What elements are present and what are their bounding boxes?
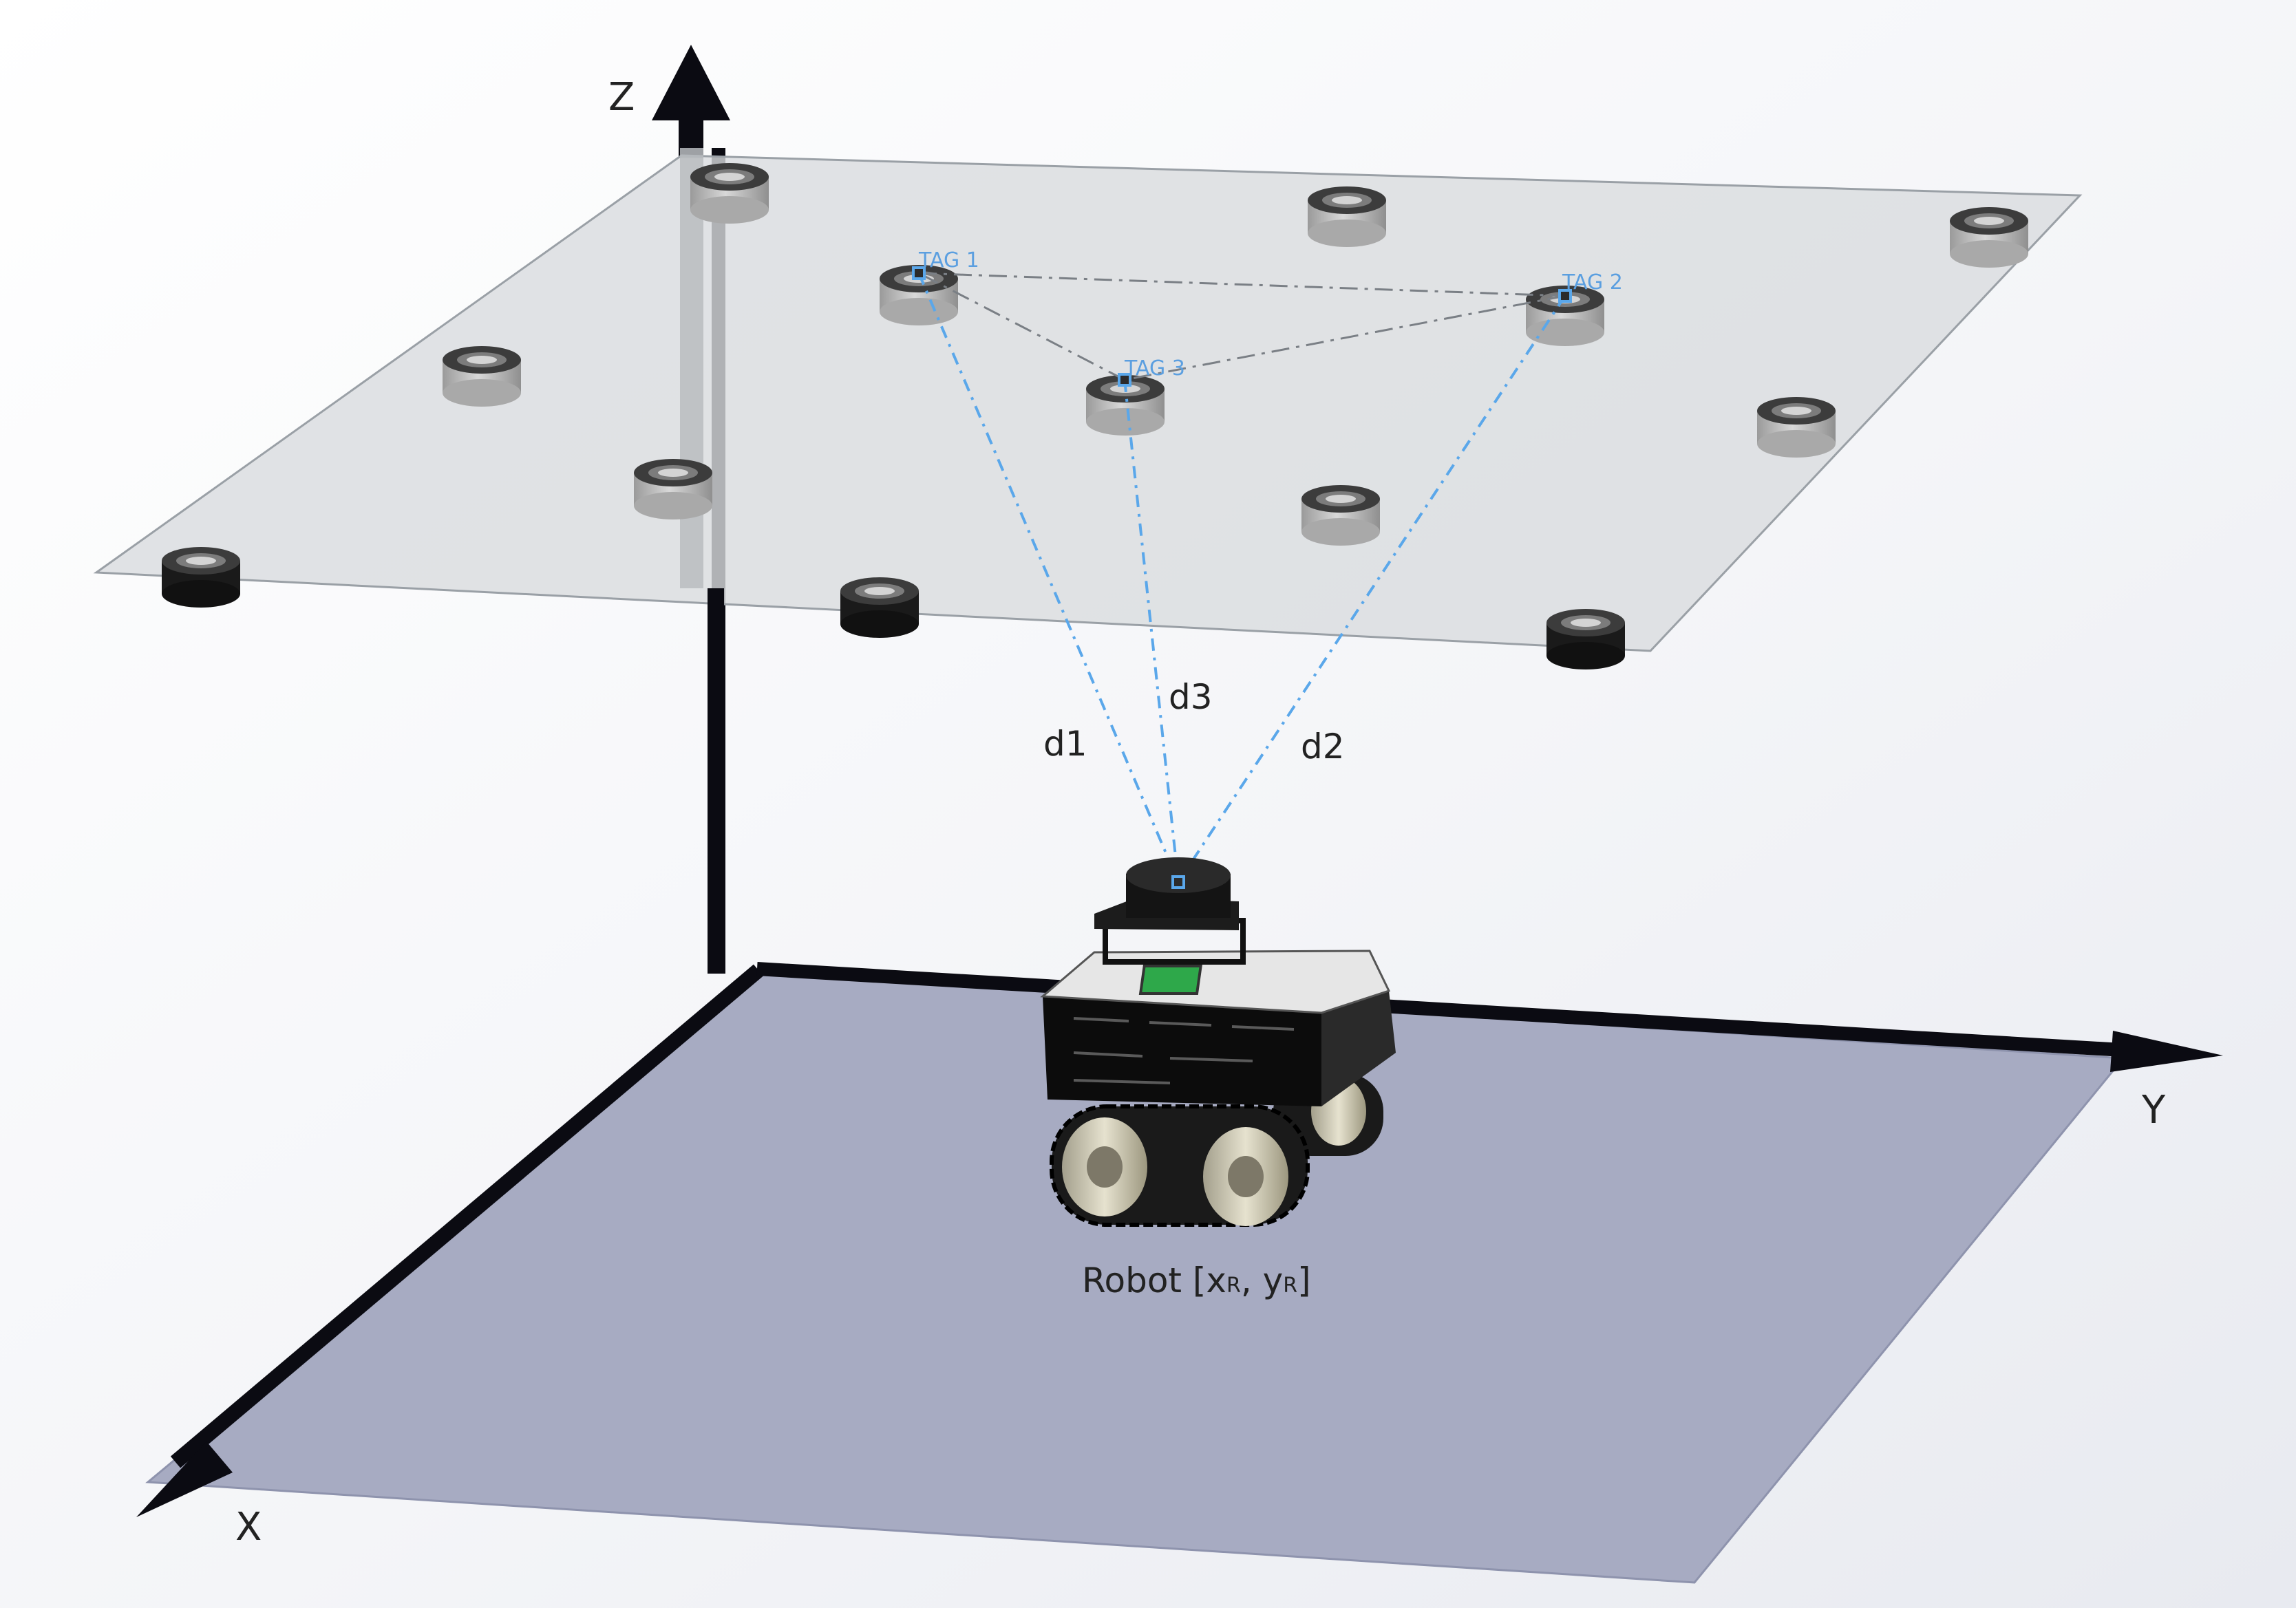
y-axis-arrowhead: [2110, 1031, 2223, 1072]
anchor-device: [840, 577, 919, 638]
range-line-d2: [1177, 294, 1566, 883]
robot-body-end: [1321, 991, 1396, 1106]
tag-triangle: [918, 272, 1566, 381]
range-line-d1: [917, 272, 1180, 883]
tag-3-label: TAG 3: [1124, 356, 1185, 380]
tag-1-label: TAG 1: [918, 248, 979, 272]
anchor-device: [690, 163, 769, 224]
x-axis-arrowhead-body: [136, 1441, 233, 1517]
distance-label-d3: d3: [1169, 677, 1213, 717]
anchor-device: [634, 459, 712, 519]
z-axis-label: Z: [608, 75, 635, 120]
robot-body-side: [1043, 996, 1321, 1106]
robot: [1040, 857, 1396, 1227]
robot-receiver-marker: [1171, 875, 1185, 889]
tag-2-label: TAG 2: [1562, 270, 1623, 294]
robot-body-top: [1040, 950, 1391, 1014]
robot-screen: [1138, 965, 1202, 995]
tag-3-marker: [1118, 373, 1131, 387]
anchor-device: [162, 547, 240, 608]
anchor-device: [1757, 397, 1836, 458]
z-axis-arrowhead: [652, 45, 730, 120]
robot-caption: Robot [xR, yR]: [1082, 1261, 1311, 1300]
anchor-device: [1950, 207, 2028, 268]
x-axis: [170, 964, 764, 1468]
distance-label-d1: d1: [1043, 724, 1087, 764]
distance-label-d2: d2: [1301, 727, 1345, 767]
anchor-device: [1301, 485, 1380, 546]
y-axis-label: Y: [2141, 1088, 2166, 1133]
x-axis-label: X: [235, 1505, 262, 1550]
range-lines: [917, 272, 1566, 883]
z-axis-below-ceiling: [708, 588, 724, 974]
anchor-device: [1308, 186, 1386, 247]
y-axis: [756, 962, 2134, 1058]
tag-1-marker: [912, 266, 926, 280]
anchor-device: [1546, 609, 1625, 669]
tag-2-marker: [1558, 289, 1572, 303]
range-line-d3: [1123, 379, 1180, 883]
anchor-device: [443, 346, 521, 407]
